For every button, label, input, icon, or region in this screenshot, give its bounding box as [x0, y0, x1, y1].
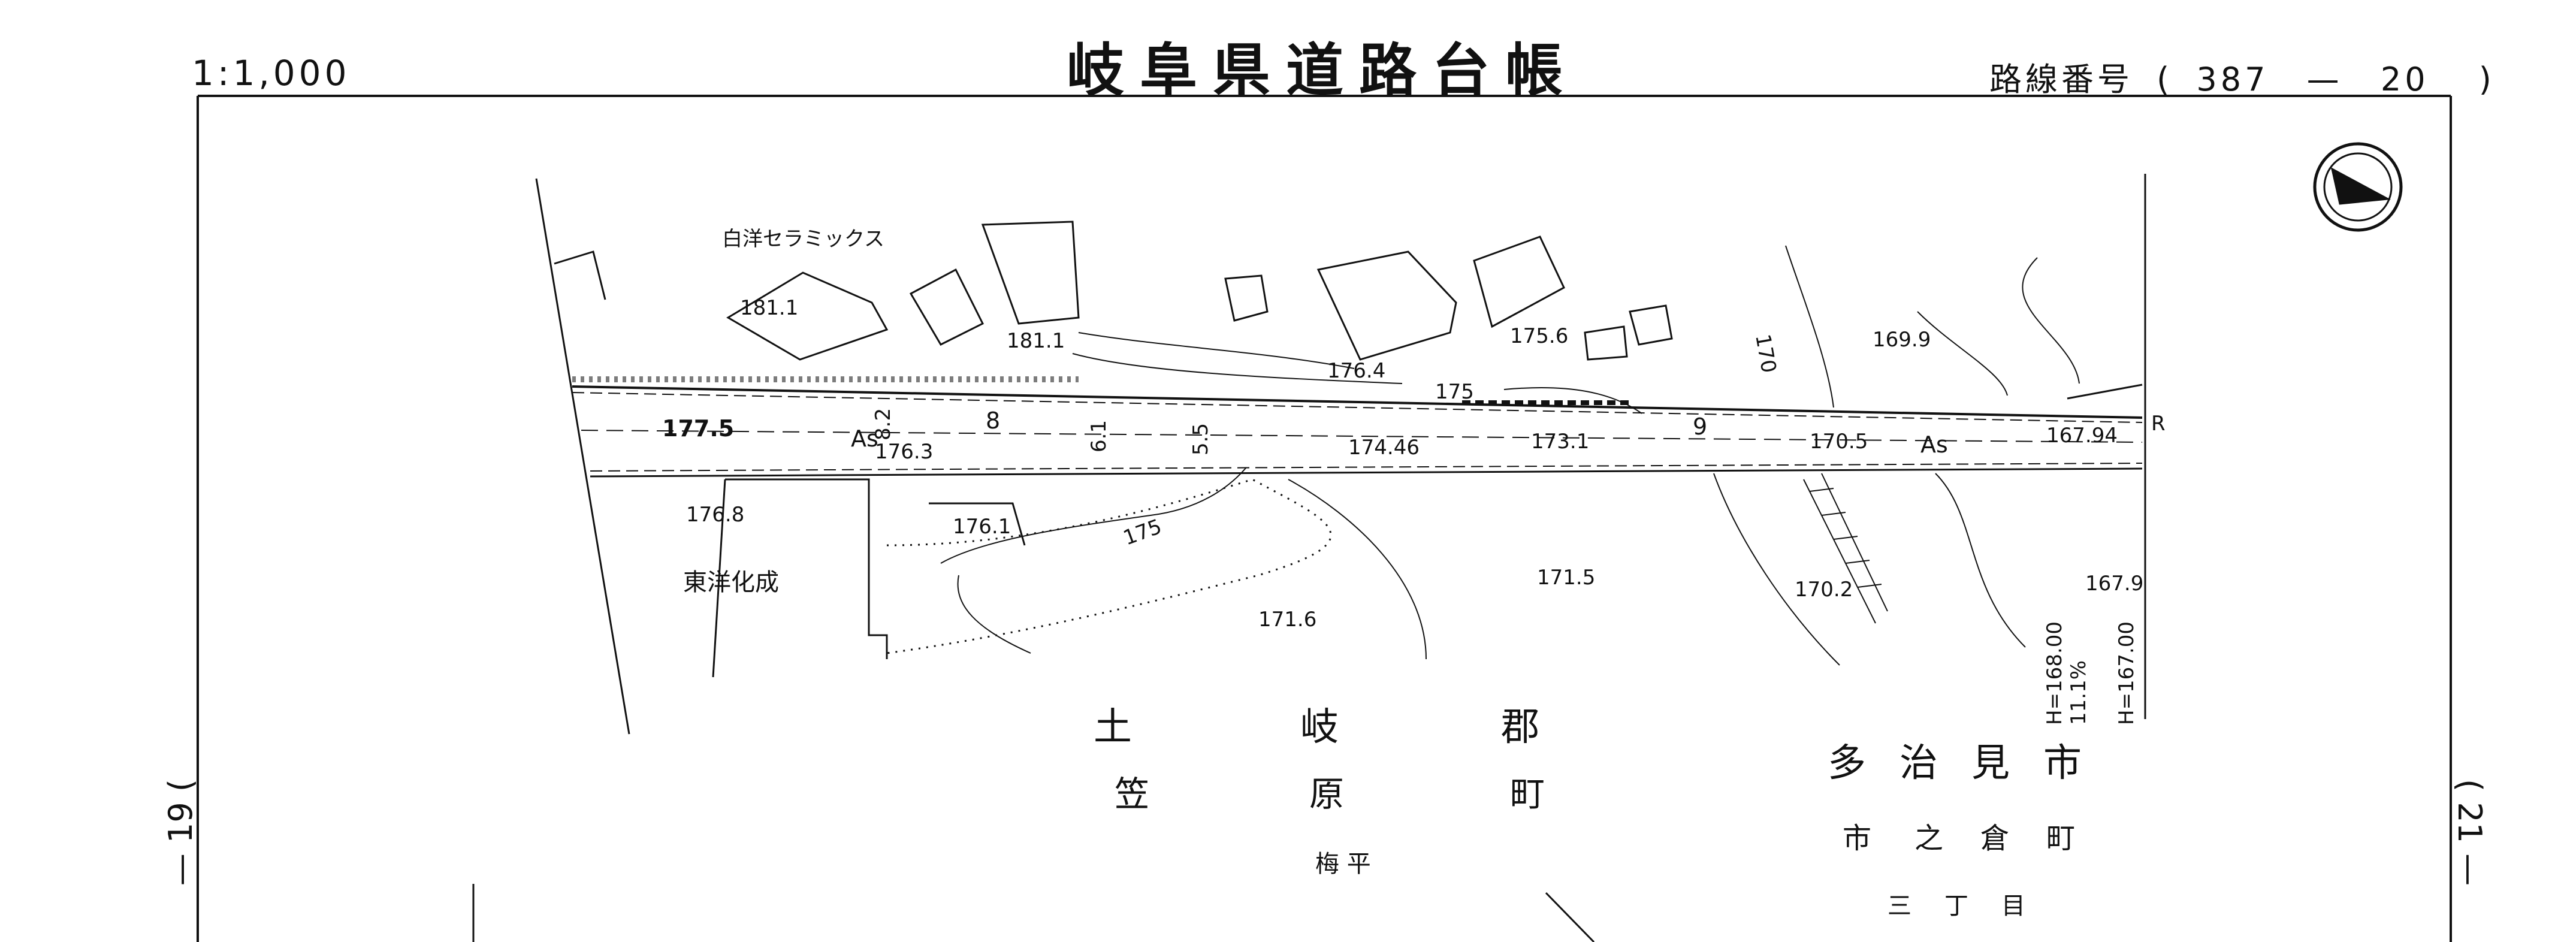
elev-173-1: 173.1: [1531, 430, 1589, 454]
contour-175-b: 175: [1120, 515, 1165, 551]
place-chome-2: 丁: [1944, 892, 1968, 920]
contours: [940, 245, 2080, 666]
map-border-left: [535, 178, 630, 735]
lower-line-b: [1545, 892, 1595, 942]
route-sheet: 20: [2380, 61, 2429, 98]
north-arrow-icon: [2313, 142, 2403, 232]
route-dash: —: [2306, 61, 2343, 98]
route-marker: R: [2151, 412, 2166, 436]
route-close-paren: ): [2478, 61, 2495, 98]
elev-171-5: 171.5: [1537, 566, 1595, 590]
width-8: 8: [986, 407, 1000, 434]
place-city-4: 市: [2043, 741, 2082, 786]
contour-175-a: 175: [1435, 380, 1474, 404]
building-label-toyo: 東洋化成: [683, 569, 779, 596]
surface-as-b: As: [1920, 431, 1948, 458]
place-cho-3: 町: [1510, 774, 1545, 814]
place-town-2: 之: [1914, 822, 1943, 855]
place-chome-1: 三: [1888, 892, 1911, 920]
width-5-5: 5.5: [1189, 423, 1213, 455]
elev-176-1: 176.1: [953, 515, 1011, 539]
route-open-paren: (: [2157, 61, 2173, 98]
place-chome-3: 目: [2001, 892, 2025, 920]
place-gun-1: 土: [1094, 705, 1132, 750]
gradient-pct: 11.1%: [2067, 660, 2091, 725]
elev-167-94: 167.94: [2046, 424, 2118, 448]
elev-171-6: 171.6: [1258, 608, 1316, 632]
place-city-1: 多: [1828, 741, 1866, 786]
place-town-3: 倉: [1980, 822, 2009, 855]
route-number-label: 路線番号 ( 387 — 20 ): [1989, 53, 2495, 100]
building-label-hakuyo: 白洋セラミックス: [722, 227, 884, 251]
road: [572, 376, 2143, 478]
place-city-3: 見: [1971, 741, 2010, 786]
contour-170: 170: [1750, 333, 1781, 375]
route-label: 路線番号: [1989, 61, 2133, 98]
surface-as-a: As: [851, 425, 878, 452]
elev-170-2: 170.2: [1795, 578, 1853, 602]
gradient-h1: H=168.00: [2043, 621, 2067, 725]
place-cho-2: 原: [1309, 774, 1344, 814]
elev-176-4: 176.4: [1327, 359, 1385, 383]
width-9: 9: [1693, 413, 1707, 440]
elev-176-3: 176.3: [875, 440, 933, 464]
place-aza: 梅 平: [1315, 850, 1371, 878]
page-title: 岐阜県道路台帳: [1067, 37, 1578, 104]
elev-170-5: 170.5: [1810, 430, 1868, 454]
width-8-2: 8.2: [871, 408, 895, 440]
elev-175-6: 175.6: [1510, 324, 1568, 348]
elev-167-9: 167.9: [2085, 572, 2143, 596]
route-number: 387: [2196, 61, 2269, 98]
elev-181-1-b: 181.1: [1007, 329, 1065, 353]
buildings: [554, 221, 1673, 678]
elev-174-46: 174.46: [1348, 436, 1420, 460]
place-gun-2: 岐: [1300, 705, 1339, 750]
place-gun-3: 郡: [1501, 705, 1539, 750]
adjacent-sheet-right: ( 21 —: [2451, 779, 2489, 886]
place-town-4: 町: [2046, 822, 2075, 855]
place-city-2: 治: [1899, 741, 1938, 786]
place-town-1: 市: [1843, 822, 1871, 855]
elev-181-1-a: 181.1: [740, 296, 798, 320]
elev-176-8: 176.8: [686, 503, 744, 527]
embankment-hatch: [1803, 473, 1888, 624]
place-cho-1: 笠: [1115, 774, 1149, 814]
map-scale: 1:1,000: [192, 53, 351, 93]
elev-177-5: 177.5: [662, 415, 734, 442]
gradient-h2: H=167.00: [2115, 621, 2139, 725]
elev-169-9: 169.9: [1873, 328, 1931, 352]
width-6-1: 6.1: [1087, 420, 1111, 452]
